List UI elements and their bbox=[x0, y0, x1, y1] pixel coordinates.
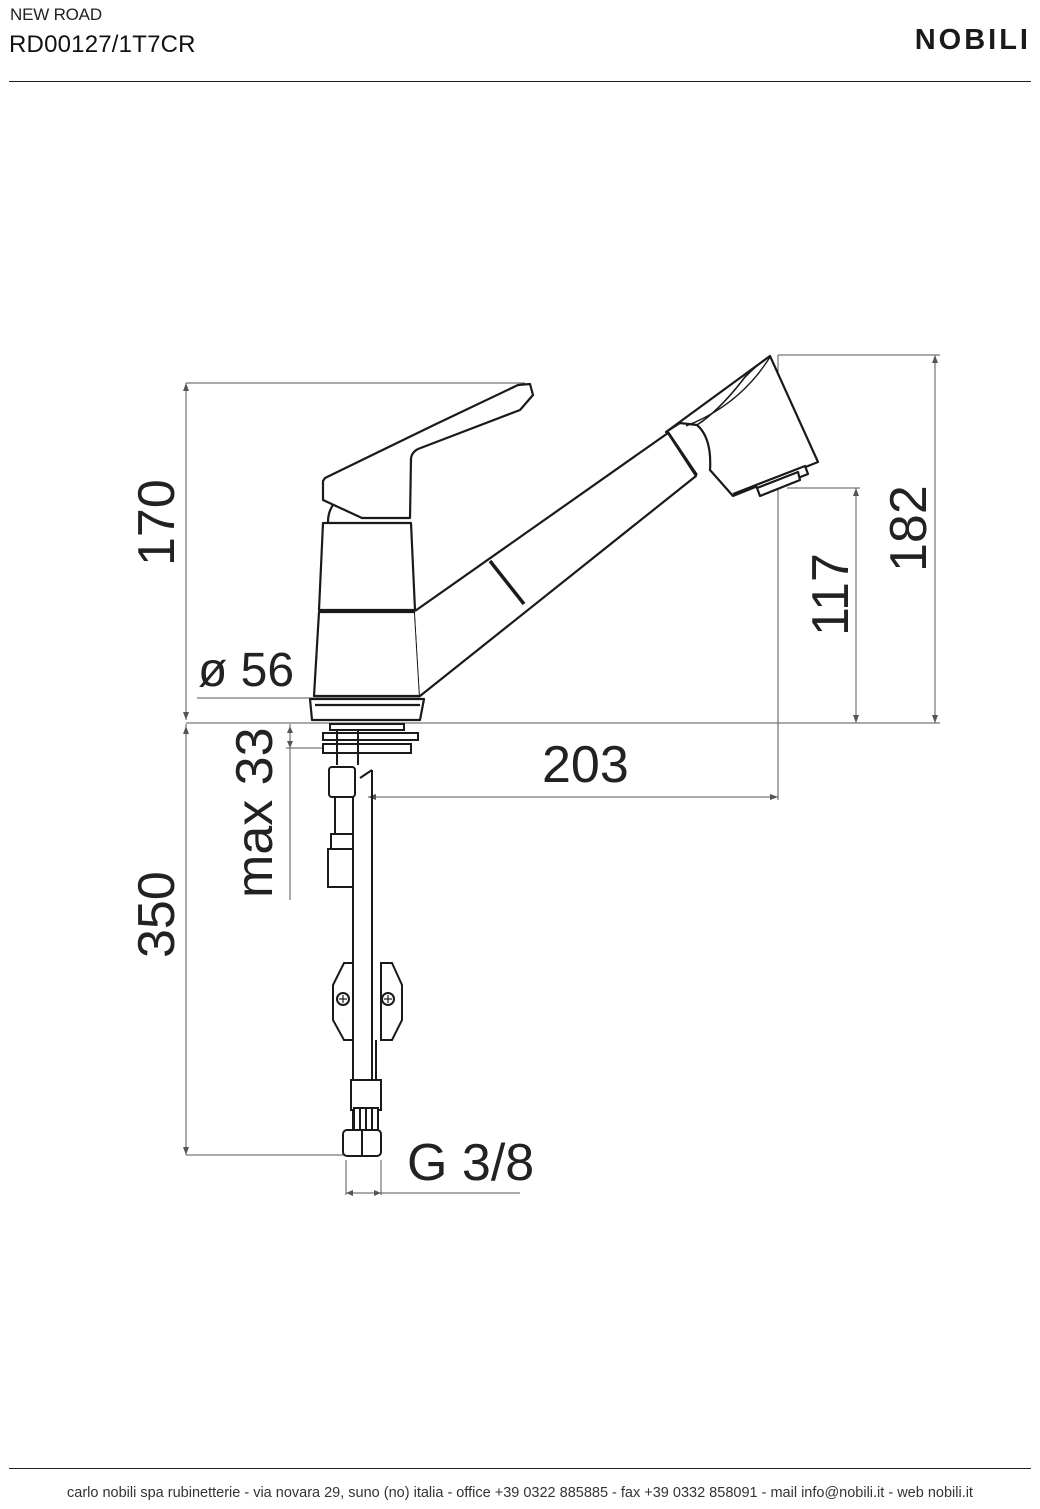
dim-203: 203 bbox=[542, 736, 629, 794]
header-divider bbox=[9, 81, 1031, 82]
lever-handle bbox=[321, 382, 535, 520]
washer-bottom bbox=[322, 743, 412, 754]
base-ring bbox=[308, 697, 426, 722]
base-gasket bbox=[329, 723, 405, 731]
product-code: RD00127/1T7CR bbox=[9, 31, 196, 58]
company-footer: carlo nobili spa rubinetterie - via nova… bbox=[67, 1485, 973, 1501]
dim-thread: G 3/8 bbox=[407, 1134, 534, 1192]
faucet-outline bbox=[308, 354, 820, 722]
brand-logo: NOBILI bbox=[914, 24, 1031, 56]
hose-nut bbox=[328, 766, 356, 798]
dim-diameter-56: ø 56 bbox=[198, 644, 294, 697]
dim-117: 117 bbox=[802, 553, 860, 636]
footer-divider bbox=[9, 1468, 1031, 1469]
hose-fitting bbox=[327, 848, 354, 888]
body-lower bbox=[312, 610, 422, 698]
washer-top bbox=[322, 732, 419, 741]
hose-crimp bbox=[330, 833, 354, 850]
product-series: NEW ROAD bbox=[10, 5, 102, 24]
dim-170: 170 bbox=[128, 479, 186, 566]
dim-182: 182 bbox=[880, 485, 938, 572]
dim-max33: max 33 bbox=[226, 727, 284, 898]
body-upper bbox=[317, 521, 417, 612]
dim-350: 350 bbox=[128, 871, 186, 958]
dimension-arrows bbox=[183, 355, 938, 1196]
under-deck-assembly bbox=[322, 723, 419, 1157]
